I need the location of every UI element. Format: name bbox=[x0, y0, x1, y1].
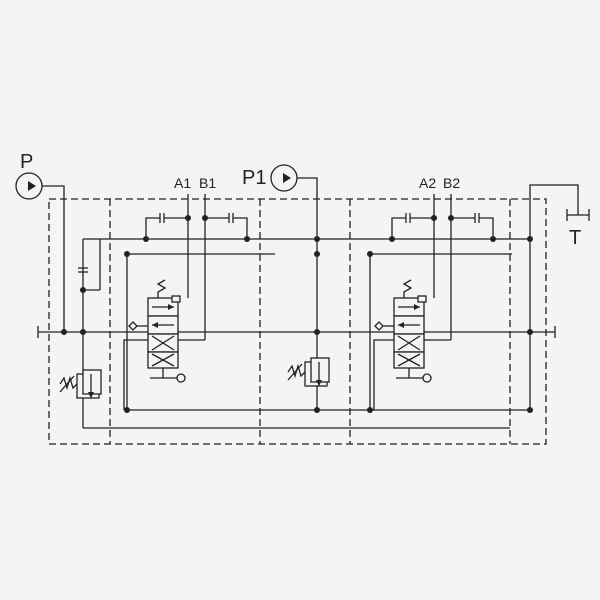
valve-section-1 bbox=[128, 279, 186, 383]
orifice-left bbox=[78, 267, 88, 273]
port-label-a2: A2 bbox=[419, 175, 436, 191]
relief-valve-left bbox=[59, 369, 102, 399]
check-valve-icon bbox=[128, 321, 138, 331]
port-label-p: P bbox=[20, 151, 33, 173]
section-1-ports: A1 B1 bbox=[123, 175, 248, 410]
relief-valve-middle bbox=[287, 357, 330, 387]
valve-section-2 bbox=[374, 279, 432, 383]
port-label-b1: B1 bbox=[199, 175, 216, 191]
outer-dashed-boundary bbox=[48, 198, 547, 445]
tank-t: T bbox=[529, 184, 590, 410]
check-valve-icon bbox=[374, 321, 384, 331]
port-label-b2: B2 bbox=[443, 175, 460, 191]
section-boundaries bbox=[48, 198, 547, 445]
port-label-a1: A1 bbox=[174, 175, 191, 191]
junctions bbox=[61, 215, 533, 413]
port-label-t: T bbox=[569, 227, 581, 249]
flow-lines bbox=[37, 238, 556, 429]
port-label-p1: P1 bbox=[242, 167, 266, 189]
section-2-ports: A2 B2 bbox=[373, 175, 494, 410]
pump-p: P bbox=[15, 151, 65, 332]
